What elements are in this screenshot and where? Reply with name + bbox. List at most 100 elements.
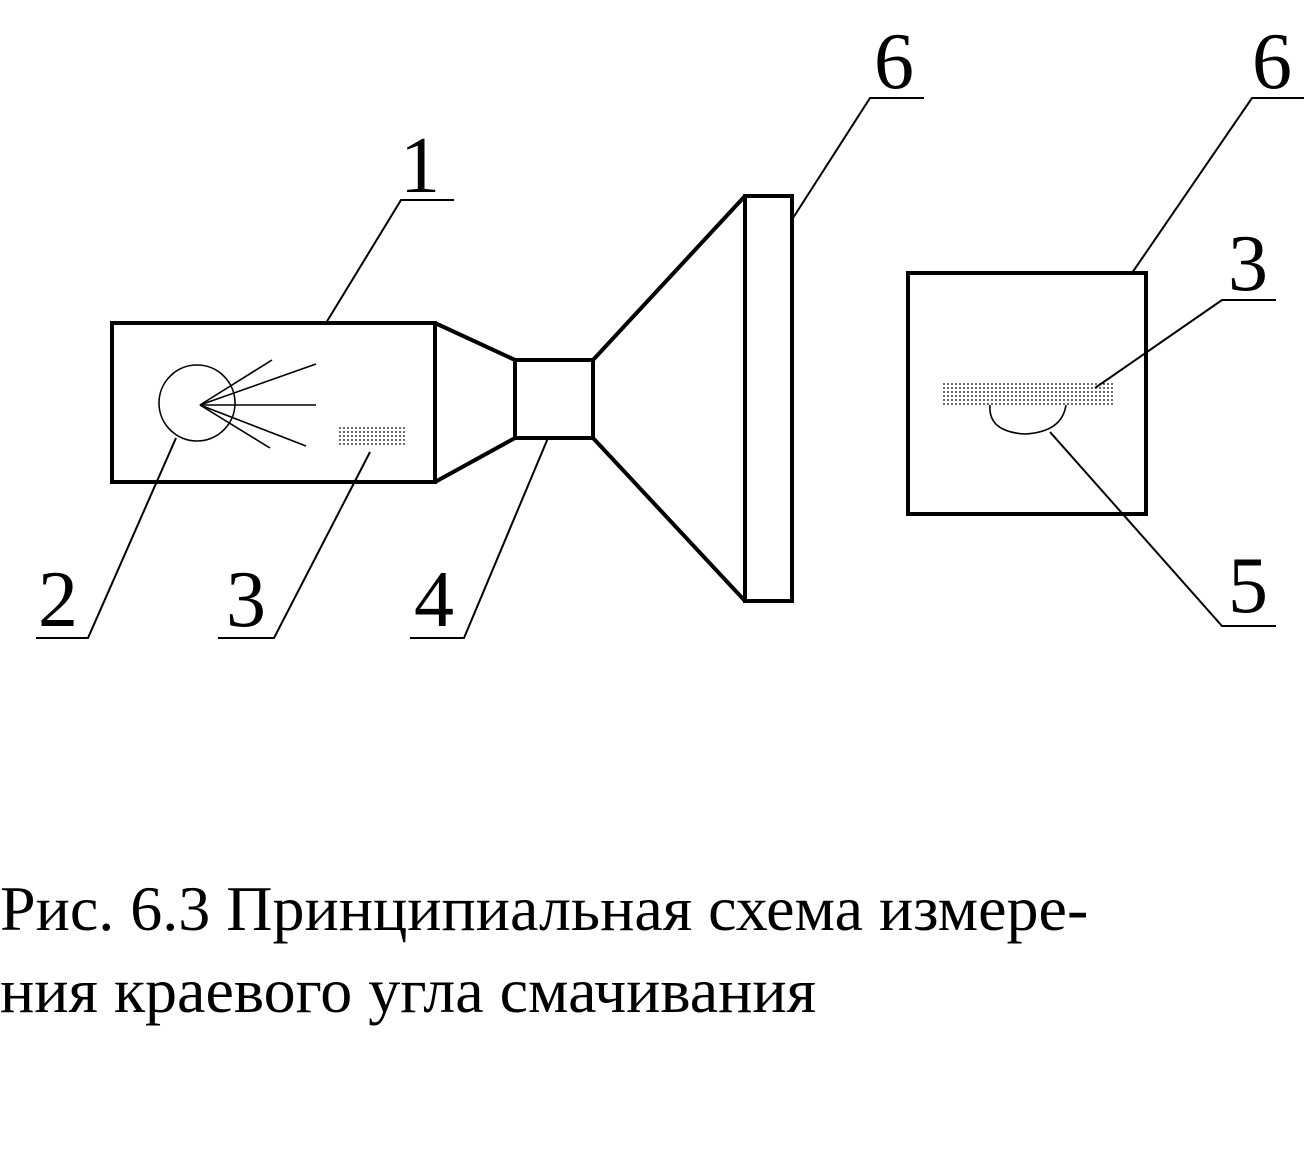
sample-dot bbox=[1003, 395, 1005, 397]
sample-dot bbox=[1047, 403, 1049, 405]
sample-dot bbox=[371, 427, 373, 429]
sample-dot bbox=[1063, 403, 1065, 405]
label-4: 4 bbox=[414, 556, 454, 644]
sample-dot bbox=[971, 391, 973, 393]
sample-dot bbox=[983, 403, 985, 405]
label-3-detail: 3 bbox=[1228, 220, 1268, 308]
sample-dot bbox=[975, 403, 977, 405]
sample-dot bbox=[1027, 399, 1029, 401]
light-rays bbox=[199, 359, 317, 449]
sample-dot bbox=[339, 435, 341, 437]
sample-dot bbox=[351, 435, 353, 437]
sample-dot bbox=[1047, 387, 1049, 389]
sample-dot bbox=[371, 443, 373, 445]
sample-dot bbox=[391, 435, 393, 437]
sample-dot bbox=[363, 427, 365, 429]
sample-dot bbox=[1075, 395, 1077, 397]
sample-dot bbox=[1067, 391, 1069, 393]
sample-dot bbox=[1103, 399, 1105, 401]
sample-dot bbox=[1111, 399, 1113, 401]
sample-dot bbox=[1019, 383, 1021, 385]
sample-dot bbox=[1011, 399, 1013, 401]
sample-dot bbox=[991, 403, 993, 405]
sample-dot bbox=[379, 435, 381, 437]
sample-dot bbox=[963, 403, 965, 405]
sample-dot bbox=[403, 431, 405, 433]
sample-dot bbox=[951, 383, 953, 385]
sample-dot bbox=[1039, 395, 1041, 397]
sample-dot bbox=[1015, 383, 1017, 385]
sample-dot bbox=[955, 391, 957, 393]
sample-dot bbox=[967, 395, 969, 397]
sample-dot bbox=[1111, 387, 1113, 389]
sample-dot bbox=[1091, 391, 1093, 393]
sample-dot bbox=[1079, 395, 1081, 397]
sample-dot bbox=[975, 387, 977, 389]
sample-dot bbox=[955, 383, 957, 385]
sample-dot bbox=[1027, 383, 1029, 385]
sample-dot bbox=[1015, 403, 1017, 405]
sample-dot bbox=[1079, 403, 1081, 405]
sample-dot bbox=[403, 439, 405, 441]
sample-dot bbox=[1007, 383, 1009, 385]
sample-dot bbox=[1095, 403, 1097, 405]
sample-dot bbox=[1047, 383, 1049, 385]
projection-screen bbox=[743, 194, 794, 603]
sample-dot bbox=[1011, 383, 1013, 385]
sample-dot bbox=[1103, 395, 1105, 397]
sample-dot bbox=[375, 439, 377, 441]
sample-dot bbox=[1103, 391, 1105, 393]
sample-dot bbox=[1039, 403, 1041, 405]
sample-dot bbox=[971, 395, 973, 397]
sample-dot bbox=[1051, 387, 1053, 389]
sample-dot bbox=[1035, 387, 1037, 389]
sample-dot bbox=[355, 435, 357, 437]
sample-dot bbox=[347, 439, 349, 441]
sample-dot bbox=[951, 403, 953, 405]
sample-dot bbox=[999, 395, 1001, 397]
sample-dot bbox=[979, 383, 981, 385]
sample-dot bbox=[1043, 399, 1045, 401]
sample-dot bbox=[1059, 395, 1061, 397]
sample-dot bbox=[351, 443, 353, 445]
sample-dot bbox=[359, 431, 361, 433]
sample-dot bbox=[987, 387, 989, 389]
sample-dot bbox=[1015, 395, 1017, 397]
label-6-detail: 6 bbox=[1252, 18, 1292, 106]
label-5: 5 bbox=[1228, 542, 1268, 630]
sample-dot bbox=[955, 399, 957, 401]
sample-dot bbox=[1091, 383, 1093, 385]
sample-dot bbox=[1003, 387, 1005, 389]
sample-dot bbox=[1027, 395, 1029, 397]
sample-dot bbox=[355, 427, 357, 429]
sample-dot bbox=[347, 431, 349, 433]
sample-dot bbox=[1031, 395, 1033, 397]
leader-1 bbox=[325, 199, 454, 324]
sample-dot bbox=[955, 403, 957, 405]
sample-dot bbox=[1087, 403, 1089, 405]
sample-dot bbox=[971, 383, 973, 385]
sample-dot bbox=[371, 431, 373, 433]
sample-dot bbox=[1019, 391, 1021, 393]
sample-dot bbox=[387, 443, 389, 445]
sample-dot bbox=[1071, 383, 1073, 385]
sample-dot bbox=[1067, 383, 1069, 385]
sample-dot bbox=[947, 399, 949, 401]
sample-dot bbox=[1051, 399, 1053, 401]
leader-4 bbox=[410, 437, 549, 639]
sample-dot bbox=[363, 435, 365, 437]
sample-dot bbox=[1107, 391, 1109, 393]
sample-dot bbox=[1003, 403, 1005, 405]
sample-dot bbox=[995, 395, 997, 397]
sample-dot bbox=[403, 435, 405, 437]
screen-frame bbox=[906, 271, 1148, 516]
sample-dot bbox=[1059, 399, 1061, 401]
sample-dot bbox=[971, 387, 973, 389]
label-3-housing: 3 bbox=[226, 556, 266, 644]
sample-dot bbox=[1087, 391, 1089, 393]
sample-dot bbox=[1003, 399, 1005, 401]
sample-dot bbox=[395, 443, 397, 445]
sample-dot bbox=[1075, 383, 1077, 385]
sample-dot bbox=[383, 435, 385, 437]
sample-dot bbox=[1067, 399, 1069, 401]
